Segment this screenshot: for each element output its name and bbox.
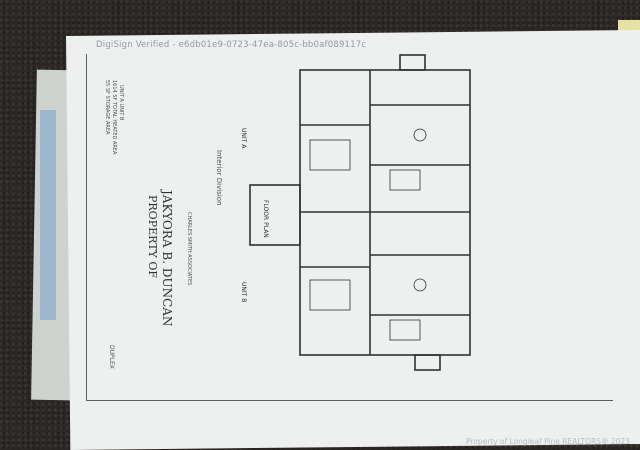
kitchen-b [309,279,351,311]
interior-division-label: Interior Division [215,150,223,206]
porch-outline [249,184,301,246]
property-of-title: PROPERTY OF [146,195,159,278]
floor-plan-label: FLOOR PLAN [262,200,269,238]
fixture-a [413,128,427,142]
area-note-1: UNIT A UNIT B [118,85,124,121]
floor-plan-drawing [240,45,480,375]
kitchen-a [309,139,351,171]
associates-name: CHARLES SMITH ASSOCIATES [186,212,192,286]
fixture-b [413,278,427,292]
bump-out-b [414,354,441,371]
bath-a [389,169,421,191]
bath-b [389,319,421,341]
owner-name: JAKYORA B. DUNCAN [160,190,174,327]
digisign-stamp: DigiSign Verified - e6db01e9-0723-47ea-8… [96,40,367,50]
bump-out-a [399,54,426,71]
unit-b-label: UNIT B [240,282,247,303]
area-note-2: 1614 SF TOTAL HEATED AREA [111,80,117,155]
unit-a-label: UNIT A [240,128,247,149]
floor-plan-svg [249,54,471,371]
area-note-3: 55 SF STORAGE AREA [104,80,110,135]
sheet-border [86,54,613,401]
sheet-label: DUPLEX [108,345,115,369]
blue-folder-tab [40,110,56,320]
copyright-watermark: Property of Longleaf Pine REALTORS® 2023 [465,437,630,446]
